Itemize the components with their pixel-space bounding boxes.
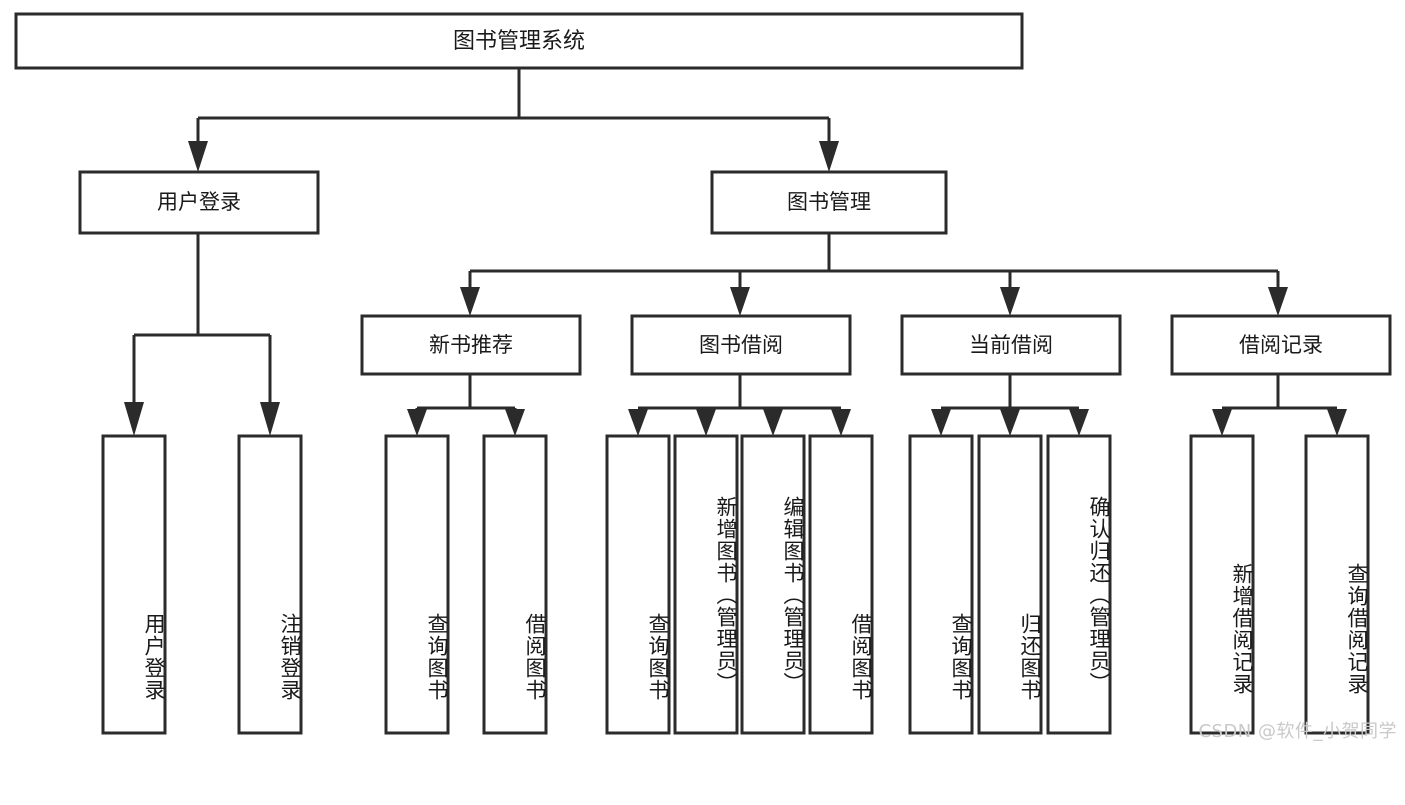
node-root-label: 图书管理系统 <box>453 29 585 54</box>
arrow-to-book-borrow <box>730 287 750 316</box>
node-root-box[interactable] <box>14 12 1024 70</box>
arrow-to-leaf-cb-2 <box>1000 409 1020 436</box>
arrow-to-leaf-bb-4 <box>831 409 851 436</box>
arrow-to-current-borrow <box>1000 287 1020 316</box>
arrow-to-leaf-bb-1 <box>628 409 648 436</box>
connectors <box>124 68 1347 436</box>
node-new-book-box[interactable] <box>360 314 582 376</box>
arrow-to-borrow-records <box>1268 287 1288 316</box>
arrow-to-leaf-cb-3 <box>1069 409 1089 436</box>
diagram-canvas: 图书管理系统 用户登录 图书管理 新书推荐 图书借阅 当前借阅 借阅记录 <box>14 12 1392 735</box>
arrow-to-leaf-nb-2 <box>505 409 525 436</box>
node-leaf-cb-query-box[interactable] <box>908 434 974 735</box>
arrow-to-leaf-br-2 <box>1327 409 1347 436</box>
node-new-book-label: 新书推荐 <box>429 333 513 357</box>
nodes: 图书管理系统 用户登录 图书管理 新书推荐 图书借阅 当前借阅 借阅记录 <box>14 12 1392 735</box>
arrow-to-leaf-bb-2 <box>696 409 716 436</box>
arrow-to-leaf-cb-1 <box>931 409 951 436</box>
diagram-root: 图书管理系统 用户登录 图书管理 新书推荐 图书借阅 当前借阅 借阅记录 <box>14 12 1397 742</box>
arrow-to-leaf-nb-1 <box>407 409 427 436</box>
watermark-text: CSDN @软件_小贺同学 <box>1198 721 1397 742</box>
node-user-login-label: 用户登录 <box>157 190 241 214</box>
node-leaf-logout-box[interactable] <box>237 434 303 735</box>
node-book-mgmt-box[interactable] <box>710 170 948 235</box>
node-leaf-user-login-box[interactable] <box>101 434 167 735</box>
arrow-to-user-login <box>188 141 208 172</box>
node-leaf-bb-query-box[interactable] <box>605 434 671 735</box>
node-leaf-nb-query-box[interactable] <box>384 434 450 735</box>
arrow-to-leaf-br-1 <box>1212 409 1232 436</box>
node-leaf-nb-borrow-box[interactable] <box>482 434 548 735</box>
node-leaf-bb-add-box[interactable] <box>673 434 739 735</box>
node-book-borrow-label: 图书借阅 <box>699 333 783 357</box>
node-leaf-cb-confirm-box[interactable] <box>1046 434 1112 735</box>
node-leaf-bb-edit-box[interactable] <box>740 434 806 735</box>
node-book-borrow-box[interactable] <box>630 314 852 376</box>
node-current-borrow-box[interactable] <box>900 314 1122 376</box>
arrow-to-leaf-logout <box>260 402 280 436</box>
node-current-borrow-label: 当前借阅 <box>969 333 1053 357</box>
node-borrow-records-box[interactable] <box>1170 314 1392 376</box>
node-leaf-cb-return-box[interactable] <box>977 434 1043 735</box>
node-borrow-records-label: 借阅记录 <box>1239 333 1323 357</box>
node-leaf-br-query-box[interactable] <box>1304 434 1370 735</box>
node-user-login-box[interactable] <box>78 170 320 235</box>
arrow-to-leaf-bb-3 <box>763 409 783 436</box>
node-leaf-br-add-box[interactable] <box>1189 434 1255 735</box>
arrow-to-book-mgmt <box>819 141 839 172</box>
node-book-mgmt-label: 图书管理 <box>787 190 871 214</box>
node-leaf-bb-borrow-box[interactable] <box>808 434 874 735</box>
arrow-to-new-book <box>460 287 480 316</box>
arrow-to-leaf-user-login <box>124 402 144 436</box>
